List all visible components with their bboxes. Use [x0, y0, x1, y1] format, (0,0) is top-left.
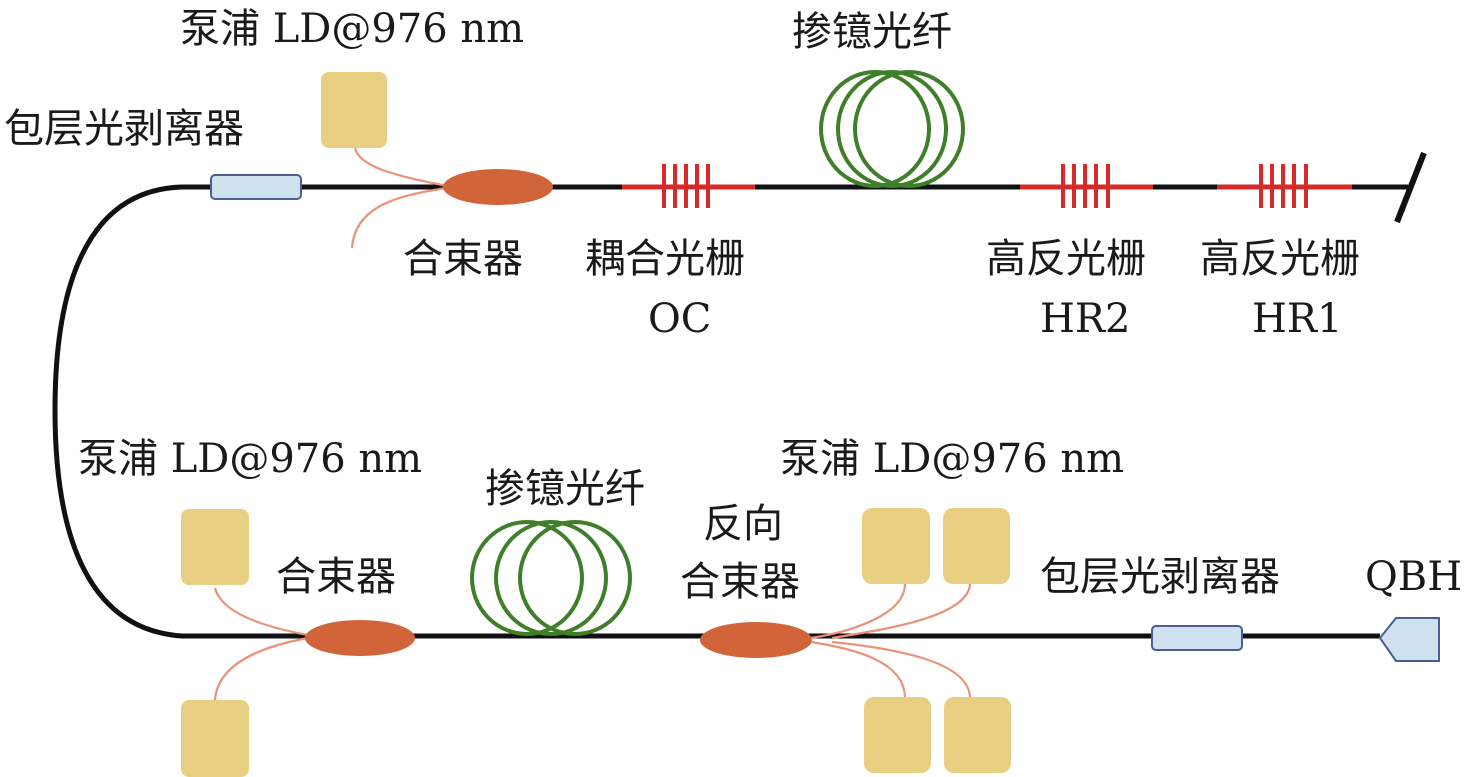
backward-combiner-label-2: 合束器 — [680, 559, 800, 605]
right-pump-ld-4 — [944, 697, 1011, 773]
bottom-left-pump-ld-upper — [181, 509, 249, 585]
pump-lead — [213, 587, 309, 637]
top-cladding-stripper — [210, 174, 302, 200]
bottom-right-pump-label: 泵浦 LD@976 nm — [780, 436, 1124, 482]
hr1-label: 高反光栅 — [1200, 236, 1360, 282]
right-pump-ld-3 — [864, 697, 931, 773]
pump-lead — [213, 636, 309, 701]
hr1-grating — [1217, 164, 1352, 208]
bottom-combiner-label: 合束器 — [276, 554, 396, 600]
pump-lead — [831, 640, 972, 698]
top-doped-fiber-coil — [819, 70, 965, 188]
hr2-sub-label: HR2 — [1040, 296, 1130, 342]
hr1-sub-label: HR1 — [1252, 296, 1342, 342]
oc-grating — [622, 164, 755, 208]
bottom-doped-fiber-label: 掺镱光纤 — [485, 466, 645, 512]
bottom-left-pump-ld-lower — [181, 700, 249, 777]
top-combiner — [443, 169, 553, 205]
angled-fiber-end — [1394, 151, 1427, 224]
right-pump-ld-1 — [862, 508, 930, 584]
bottom-left-pump-label: 泵浦 LD@976 nm — [78, 436, 422, 482]
top-doped-fiber-label: 掺镱光纤 — [792, 9, 952, 55]
right-pump-ld-2 — [943, 508, 1010, 584]
pump-lead — [831, 583, 972, 640]
top-pump-label: 泵浦 LD@976 nm — [180, 6, 524, 52]
pump-lead — [810, 583, 907, 640]
top-pump-ld — [321, 72, 387, 148]
qbh-connector — [1378, 617, 1440, 662]
bottom-doped-fiber-coil — [470, 520, 632, 636]
pump-lead — [810, 640, 907, 698]
top-combiner-label: 合束器 — [403, 236, 523, 282]
backward-combiner — [700, 622, 812, 658]
pump-lead — [353, 147, 448, 188]
top-stripper-label: 包层光剥离器 — [4, 106, 244, 152]
hr2-grating — [1020, 164, 1153, 208]
hr2-label: 高反光栅 — [986, 236, 1146, 282]
oc-label: 耦合光栅 — [585, 236, 745, 282]
bottom-stripper-label: 包层光剥离器 — [1040, 554, 1280, 600]
pump-lead — [350, 186, 448, 249]
qbh-label: QBH — [1365, 554, 1462, 600]
main-fiber-loop — [52, 184, 1380, 639]
oc-sub-label: OC — [648, 296, 711, 342]
bottom-combiner — [305, 620, 415, 656]
bottom-cladding-stripper — [1151, 625, 1243, 651]
backward-combiner-label-1: 反向 — [703, 501, 783, 547]
